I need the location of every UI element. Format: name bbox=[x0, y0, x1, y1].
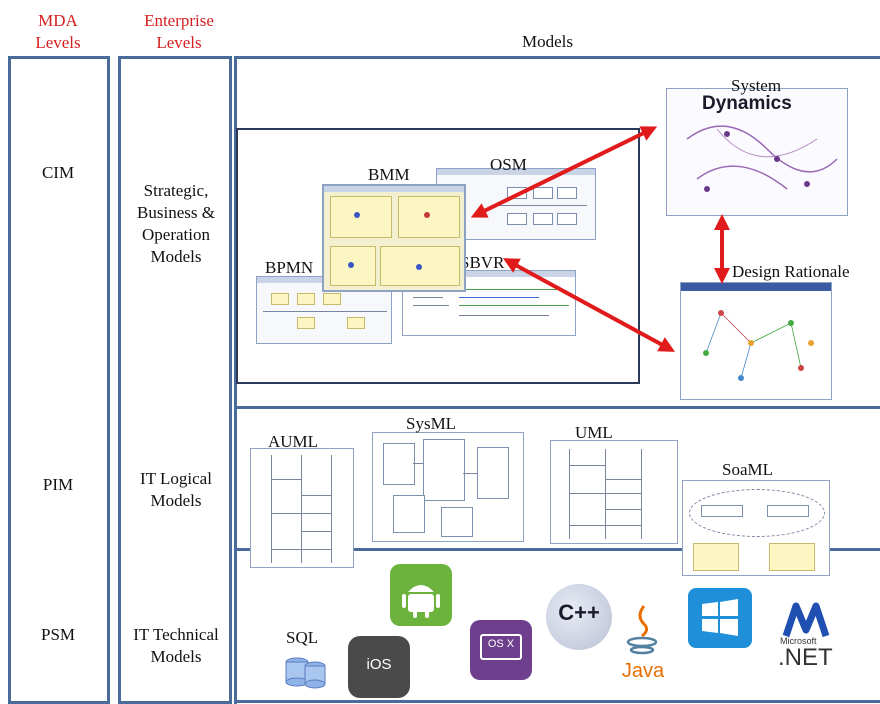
mda-levels-column bbox=[8, 56, 110, 704]
enterprise-level-strategic: Strategic, Business & Operation Models bbox=[137, 181, 215, 266]
design-rationale-graph bbox=[703, 310, 814, 381]
bpmn-label: BPMN bbox=[265, 258, 314, 277]
models-left-border bbox=[234, 56, 237, 704]
java-icon: Java bbox=[620, 600, 666, 692]
design-rationale-label: Design Rationale bbox=[732, 262, 850, 281]
system-dynamics-title: System bbox=[731, 76, 782, 95]
uml-diagram bbox=[550, 440, 678, 544]
windows-icon bbox=[688, 588, 752, 648]
soaml-label: SoaML bbox=[722, 460, 773, 479]
models-top-line bbox=[236, 56, 880, 59]
mda-level-pim: PIM bbox=[42, 475, 74, 494]
uml-label: UML bbox=[575, 423, 613, 442]
mda-level-cim: CIM bbox=[41, 163, 75, 182]
osm-label: OSM bbox=[490, 155, 527, 174]
sbvr-label: SBVR bbox=[460, 253, 505, 272]
soaml-diagram bbox=[682, 480, 830, 576]
enterprise-level-it-logical: IT Logical Models bbox=[140, 469, 212, 510]
mda-level-psm: PSM bbox=[40, 625, 76, 644]
models-pim-bottom-line bbox=[236, 548, 880, 551]
bmm-label: BMM bbox=[368, 165, 410, 184]
enterprise-levels-column bbox=[118, 56, 232, 704]
sql-label: SQL bbox=[286, 628, 319, 647]
system-dynamics-diagram bbox=[666, 88, 848, 216]
enterprise-levels-header: Enterprise Levels bbox=[144, 11, 214, 52]
design-rationale-diagram bbox=[680, 282, 832, 400]
ios-icon: iOS bbox=[348, 636, 410, 698]
system-dynamics-curves bbox=[686, 125, 838, 192]
osx-icon: OS X bbox=[470, 620, 532, 680]
auml-label: AUML bbox=[268, 432, 319, 451]
models-cim-bottom-line bbox=[236, 406, 880, 409]
cpp-icon: C++ bbox=[546, 584, 612, 650]
dotnet-icon: Microsoft .NET bbox=[772, 600, 852, 680]
mda-levels-header: MDA Levels bbox=[35, 11, 81, 52]
auml-diagram bbox=[250, 448, 354, 568]
enterprise-level-it-technical: IT Technical Models bbox=[133, 625, 219, 666]
sysml-diagram bbox=[372, 432, 524, 542]
cim-models-box bbox=[236, 128, 640, 384]
database-icon bbox=[282, 652, 328, 690]
models-bottom-line bbox=[236, 700, 880, 703]
system-dynamics-logo: Dynamics bbox=[702, 93, 792, 114]
android-icon bbox=[390, 564, 452, 626]
models-header: Models bbox=[522, 32, 573, 51]
bmm-diagram bbox=[322, 184, 466, 292]
sysml-label: SysML bbox=[406, 414, 457, 433]
